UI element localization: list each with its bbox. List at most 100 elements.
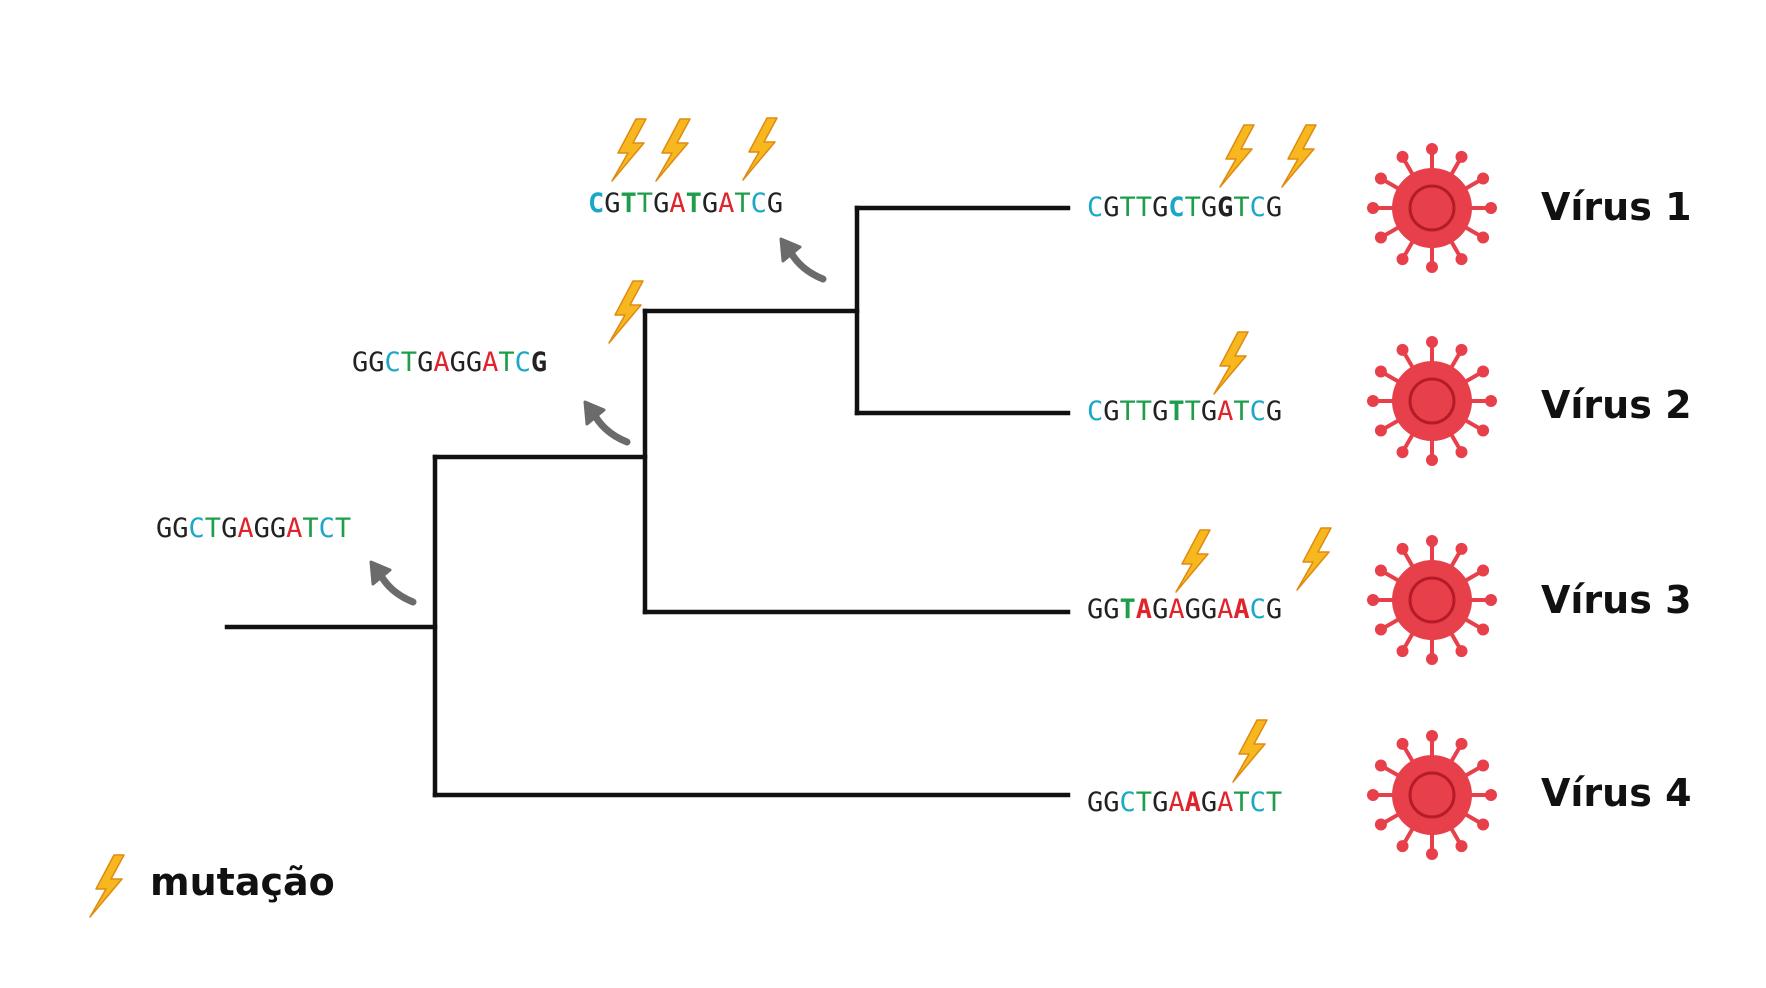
nucleotide: G bbox=[1103, 594, 1119, 625]
nucleotide: T bbox=[498, 347, 514, 378]
virus-4-sequence: GGCTGAAGATCT bbox=[1087, 787, 1282, 818]
ancestor-arrows bbox=[369, 237, 827, 606]
virus-spike-tip bbox=[1396, 840, 1409, 853]
nucleotide: G bbox=[767, 188, 783, 219]
nucleotide: T bbox=[1233, 787, 1249, 818]
virus-spike-tip bbox=[1485, 789, 1497, 801]
nucleotide: A bbox=[237, 513, 253, 544]
virus-2-sequence: CGTTGTTGATCG bbox=[1087, 396, 1282, 427]
lightning-bolt-icon bbox=[1232, 719, 1268, 783]
virus-spike-tip bbox=[1396, 446, 1409, 459]
nucleotide: A bbox=[1217, 396, 1233, 427]
lightning-bolt-icon bbox=[1219, 124, 1255, 188]
nucleotide: A bbox=[1168, 787, 1184, 818]
virus-spike-tip bbox=[1396, 737, 1409, 750]
virus-spike-tip bbox=[1374, 818, 1387, 831]
virus-spike-tip bbox=[1367, 202, 1379, 214]
virus-core bbox=[1408, 576, 1456, 624]
virus-spike-tip bbox=[1374, 365, 1387, 378]
virus-icon bbox=[1367, 730, 1497, 860]
virus-spike-tip bbox=[1426, 336, 1438, 348]
nucleotide: T bbox=[1168, 396, 1184, 427]
nucleotide: G bbox=[1087, 594, 1103, 625]
virus-spike-tip bbox=[1367, 594, 1379, 606]
nucleotide: G bbox=[1185, 594, 1201, 625]
nucleotide: T bbox=[621, 188, 637, 219]
nucleotide: T bbox=[1233, 396, 1249, 427]
lightning-bolt-icon bbox=[608, 280, 644, 344]
ancestor-sequence-root: GGCTGAGGATCT bbox=[156, 513, 351, 544]
nucleotide: G bbox=[1152, 192, 1168, 223]
nucleotide: T bbox=[1136, 396, 1152, 427]
virus-3-sequence: GGTAGAGGAACG bbox=[1087, 594, 1282, 625]
nucleotide: G bbox=[1087, 787, 1103, 818]
nucleotide: G bbox=[156, 513, 172, 544]
lightning-bolt-icon bbox=[655, 118, 691, 182]
nucleotide: G bbox=[221, 513, 237, 544]
virus-1-sequence: CGTTGCTGGTCG bbox=[1087, 192, 1282, 223]
virus-spike-tip bbox=[1396, 343, 1409, 356]
virus-spike-tip bbox=[1477, 424, 1490, 437]
virus-spike-tip bbox=[1455, 150, 1468, 163]
virus-icon bbox=[1367, 143, 1497, 273]
nucleotide: A bbox=[1185, 787, 1201, 818]
nucleotide: C bbox=[1250, 192, 1266, 223]
virus-spike-tip bbox=[1374, 623, 1387, 636]
lightning-bolt-icon bbox=[742, 117, 778, 181]
virus-spike-tip bbox=[1477, 623, 1490, 636]
virus-icon bbox=[1367, 336, 1497, 466]
virus-3-label: Vírus 3 bbox=[1541, 578, 1692, 622]
nucleotide: G bbox=[1103, 787, 1119, 818]
virus-core bbox=[1408, 771, 1456, 819]
virus-spike-tip bbox=[1455, 542, 1468, 555]
nucleotide: T bbox=[205, 513, 221, 544]
nucleotide: A bbox=[1168, 594, 1184, 625]
nucleotide: G bbox=[270, 513, 286, 544]
nucleotide: C bbox=[515, 347, 531, 378]
virus-spike-tip bbox=[1396, 253, 1409, 266]
nucleotide: G bbox=[1266, 396, 1282, 427]
nucleotide: A bbox=[1233, 594, 1249, 625]
tree-branches bbox=[224, 205, 1071, 798]
virus-spike-tip bbox=[1455, 645, 1468, 658]
nucleotide: G bbox=[172, 513, 188, 544]
nucleotide: G bbox=[352, 347, 368, 378]
curved-arrow-icon bbox=[779, 237, 827, 283]
lightning-bolt-icon bbox=[1175, 529, 1211, 593]
lightning-bolt-icon bbox=[89, 854, 125, 918]
nucleotide: G bbox=[1266, 594, 1282, 625]
nucleotide: T bbox=[1120, 396, 1136, 427]
nucleotide: G bbox=[1103, 396, 1119, 427]
nucleotide: C bbox=[1250, 787, 1266, 818]
lightning-bolt-icon bbox=[1281, 124, 1317, 188]
virus-spike-tip bbox=[1455, 343, 1468, 356]
virus-spike-tip bbox=[1455, 840, 1468, 853]
nucleotide: T bbox=[401, 347, 417, 378]
nucleotide: G bbox=[531, 347, 547, 378]
nucleotide: T bbox=[1185, 396, 1201, 427]
virus-core bbox=[1408, 184, 1456, 232]
nucleotide: C bbox=[751, 188, 767, 219]
nucleotide: G bbox=[466, 347, 482, 378]
nucleotide: G bbox=[1103, 192, 1119, 223]
virus-spike-tip bbox=[1455, 737, 1468, 750]
nucleotide: A bbox=[1136, 594, 1152, 625]
virus-spike-tip bbox=[1396, 645, 1409, 658]
virus-spike-tip bbox=[1477, 172, 1490, 185]
ancestor-sequence-node-a: GGCTGAGGATCG bbox=[352, 347, 547, 378]
nucleotide: A bbox=[482, 347, 498, 378]
virus-spike-tip bbox=[1455, 446, 1468, 459]
nucleotide: C bbox=[1168, 192, 1184, 223]
virus-spike-tip bbox=[1367, 789, 1379, 801]
virus-spike-tip bbox=[1426, 143, 1438, 155]
nucleotide: G bbox=[1201, 594, 1217, 625]
nucleotide: G bbox=[1152, 396, 1168, 427]
virus-core bbox=[1408, 377, 1456, 425]
nucleotide: T bbox=[1233, 192, 1249, 223]
legend: mutação bbox=[89, 854, 335, 918]
virus-spike-tip bbox=[1426, 848, 1438, 860]
nucleotide: G bbox=[1201, 396, 1217, 427]
nucleotide: G bbox=[1152, 787, 1168, 818]
nucleotide: G bbox=[702, 188, 718, 219]
